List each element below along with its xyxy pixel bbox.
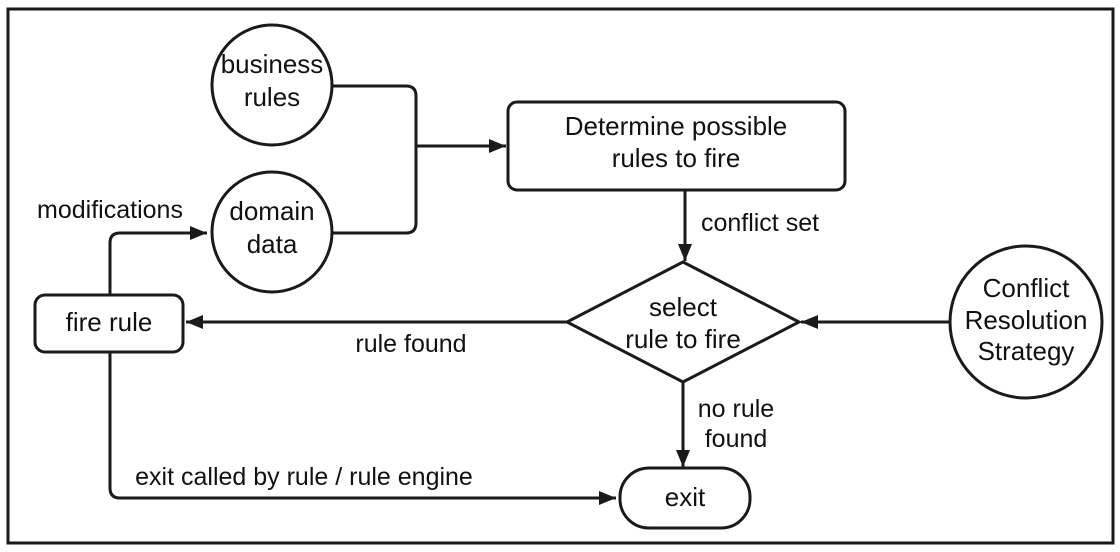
label-no-rule-found-line1: no rule xyxy=(698,395,774,423)
domain-data-label-line1: domain xyxy=(229,196,314,226)
fire-rule-node: fire rule xyxy=(33,293,185,354)
determine-rules-label-line2: rules to fire xyxy=(612,143,741,173)
select-rule-label-line1: select xyxy=(649,292,718,322)
business-rules-label-line2: rules xyxy=(244,82,300,112)
exit-stadium xyxy=(618,466,752,530)
determine-rules-rect xyxy=(506,100,847,192)
label-modifications: modifications xyxy=(37,196,183,224)
conflict-resolution-label-line1: Conflict xyxy=(983,273,1070,303)
domain-data-label-line2: data xyxy=(247,229,298,259)
select-rule-label-line2: rule to fire xyxy=(625,324,741,354)
business-rules-circle xyxy=(210,23,334,147)
label-rule-found: rule found xyxy=(355,330,466,358)
edge-fire-rule-to-exit xyxy=(108,352,616,505)
label-no-rule-found-line2: found xyxy=(705,425,768,453)
exit-node: exit xyxy=(618,466,752,530)
domain-data-node: domain data xyxy=(210,170,334,294)
business-rules-node: business rules xyxy=(210,23,334,147)
fire-rule-rect xyxy=(33,293,185,354)
conflict-resolution-circle xyxy=(948,244,1104,400)
business-rules-label-line1: business xyxy=(221,49,324,79)
conflict-resolution-label-line3: Strategy xyxy=(978,336,1075,366)
determine-rules-label-line1: Determine possible xyxy=(565,111,788,141)
determine-rules-node: Determine possible rules to fire xyxy=(506,100,847,192)
diagram-border xyxy=(6,7,1115,545)
domain-data-circle xyxy=(210,170,334,294)
select-rule-decision-node: select rule to fire xyxy=(563,260,803,384)
edge-fire-rule-to-domain-data xyxy=(108,226,207,295)
select-rule-diamond xyxy=(563,260,803,384)
edge-business-rules-to-determine xyxy=(332,84,418,146)
edge-domain-data-to-determine xyxy=(332,146,418,235)
fire-rule-label: fire rule xyxy=(66,307,153,337)
label-conflict-set: conflict set xyxy=(701,209,819,237)
conflict-resolution-label-line2: Resolution xyxy=(965,305,1088,335)
label-exit-called-by-rule: exit called by rule / rule engine xyxy=(135,463,473,491)
conflict-resolution-node: Conflict Resolution Strategy xyxy=(948,244,1104,400)
exit-label: exit xyxy=(665,482,706,512)
